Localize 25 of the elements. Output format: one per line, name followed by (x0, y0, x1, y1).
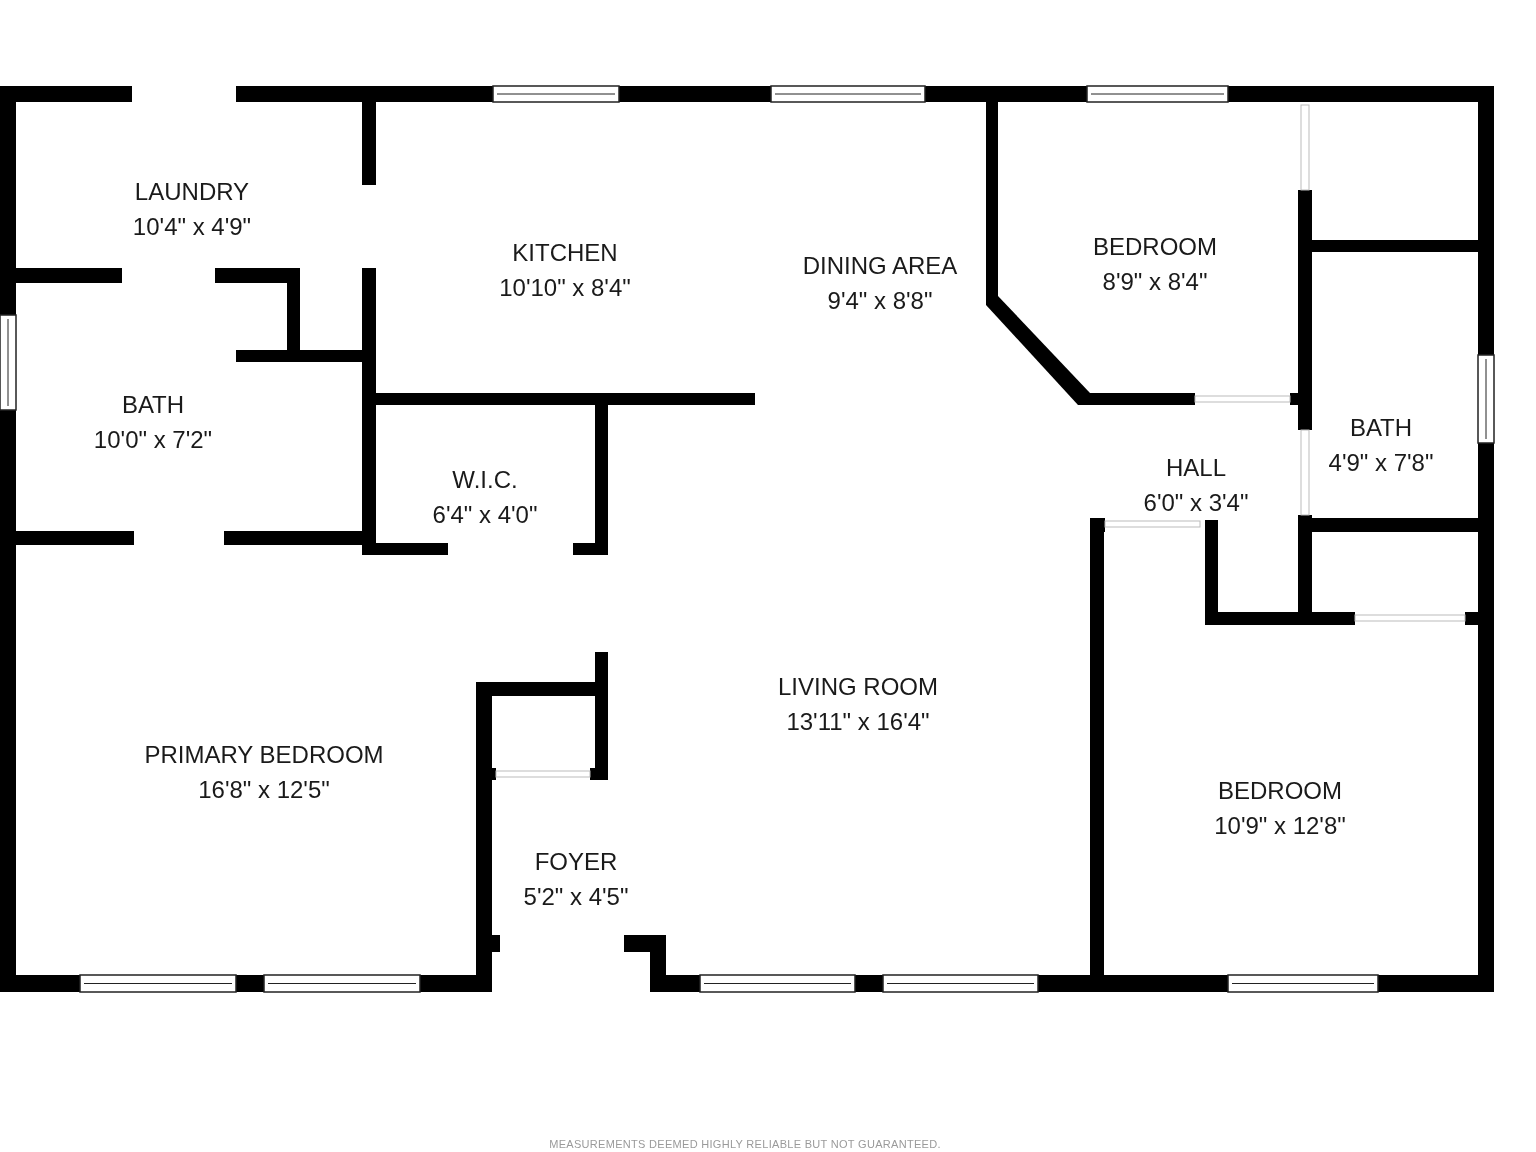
room-name: FOYER (534, 848, 618, 876)
room-dimensions: 16'8" x 12'5" (198, 776, 330, 804)
room-dimensions: 10'10" x 8'4" (499, 274, 631, 302)
room-name: DINING AREA (802, 252, 958, 280)
room-dimensions: 9'4" x 8'8" (827, 287, 933, 315)
room-dimensions: 10'9" x 12'8" (1214, 812, 1346, 840)
room-dimensions: 13'11" x 16'4" (786, 708, 930, 736)
room-name: KITCHEN (512, 239, 618, 267)
room-dimensions: 6'4" x 4'0" (432, 501, 538, 529)
room-dimensions: 10'4" x 4'9" (132, 213, 252, 241)
room-dimensions: 10'0" x 7'2" (93, 426, 213, 454)
room-name: LAUNDRY (134, 178, 250, 206)
room-name: PRIMARY BEDROOM (144, 741, 384, 769)
room-dimensions: 6'0" x 3'4" (1143, 489, 1249, 517)
room-dimensions: 4'9" x 7'8" (1328, 449, 1434, 477)
room-name: HALL (1166, 454, 1226, 482)
room-name: BEDROOM (1218, 777, 1342, 805)
room-name: BEDROOM (1093, 233, 1217, 261)
room-name: LIVING ROOM (778, 673, 938, 701)
room-name: BATH (121, 391, 185, 419)
disclaimer-note: MEASUREMENTS DEEMED HIGHLY RELIABLE BUT NOT GUARANTEED. (549, 1138, 941, 1150)
room-dimensions: 8'9" x 8'4" (1102, 268, 1208, 296)
room-dimensions: 5'2" x 4'5" (523, 883, 629, 911)
room-name: BATH (1349, 414, 1413, 442)
room-name: W.I.C. (452, 466, 518, 494)
